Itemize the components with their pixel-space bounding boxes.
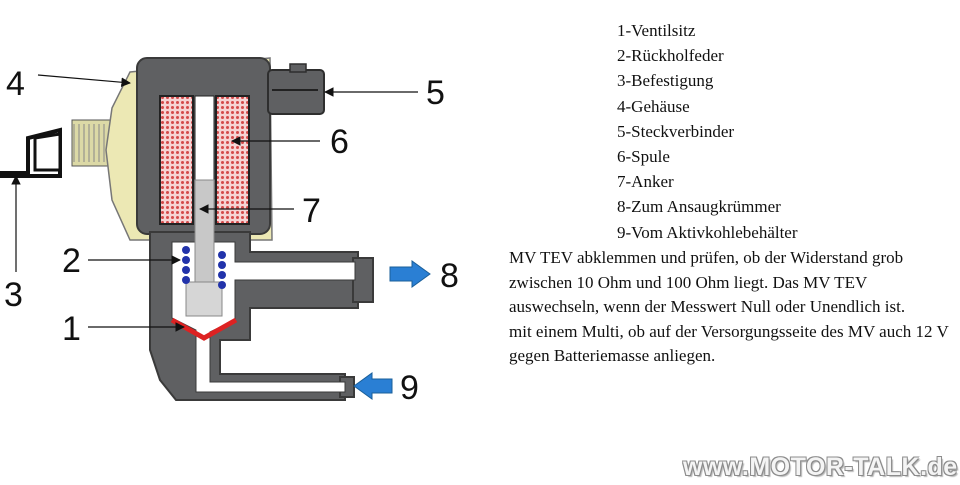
label-4: 4 <box>6 65 25 103</box>
label-5: 5 <box>426 74 445 112</box>
leader-line-4 <box>37 74 131 88</box>
label-8: 8 <box>440 257 459 295</box>
legend-item-spule: 6-Spule <box>617 147 670 167</box>
legend-item-befestigung: 3-Befestigung <box>617 71 714 91</box>
legend-list: 1-Ventilsitz 2-Rückholfeder 3-Befestigun… <box>617 18 798 245</box>
plug-connector <box>267 63 325 115</box>
label-7: 7 <box>302 192 321 230</box>
flow-arrow-out <box>389 260 431 288</box>
description-paragraph-1: MV TEV abklemmen und prüfen, ob der Wide… <box>509 248 906 316</box>
legend-item-steckverbinder: 5-Steckverbinder <box>617 121 735 141</box>
legend-item-anker: 7-Anker <box>617 172 674 192</box>
legend-item-rueckholfeder: 2-Rückholfeder <box>617 46 724 66</box>
valve-diagram: 4 5 6 7 2 8 3 1 9 <box>0 57 459 407</box>
armature <box>194 179 215 291</box>
return-spring <box>182 246 226 289</box>
legend-item-gehaeuse: 4-Gehäuse <box>617 96 690 116</box>
label-2: 2 <box>62 242 81 280</box>
legend-item-ansaugkruemmer: 8-Zum Ansaugkrümmer <box>617 197 781 217</box>
watermark: www.MOTOR-TALK.de <box>683 453 958 481</box>
legend-item-ventilsitz: 1-Ventilsitz <box>617 21 696 40</box>
legend-item-aktivkohlebehaelter: 9-Vom Aktivkohlebehälter <box>617 222 798 242</box>
flow-arrow-in <box>353 372 393 400</box>
label-3: 3 <box>4 276 23 314</box>
label-9: 9 <box>400 369 419 407</box>
description-paragraph-2: mit einem Multi, ob auf der Versorgungss… <box>509 321 949 366</box>
label-1: 1 <box>62 310 81 348</box>
mounting-bracket <box>0 119 111 178</box>
label-6: 6 <box>330 123 349 161</box>
coil <box>159 95 250 225</box>
description-text: MV TEV abklemmen und prüfen, ob der Wide… <box>509 246 954 369</box>
